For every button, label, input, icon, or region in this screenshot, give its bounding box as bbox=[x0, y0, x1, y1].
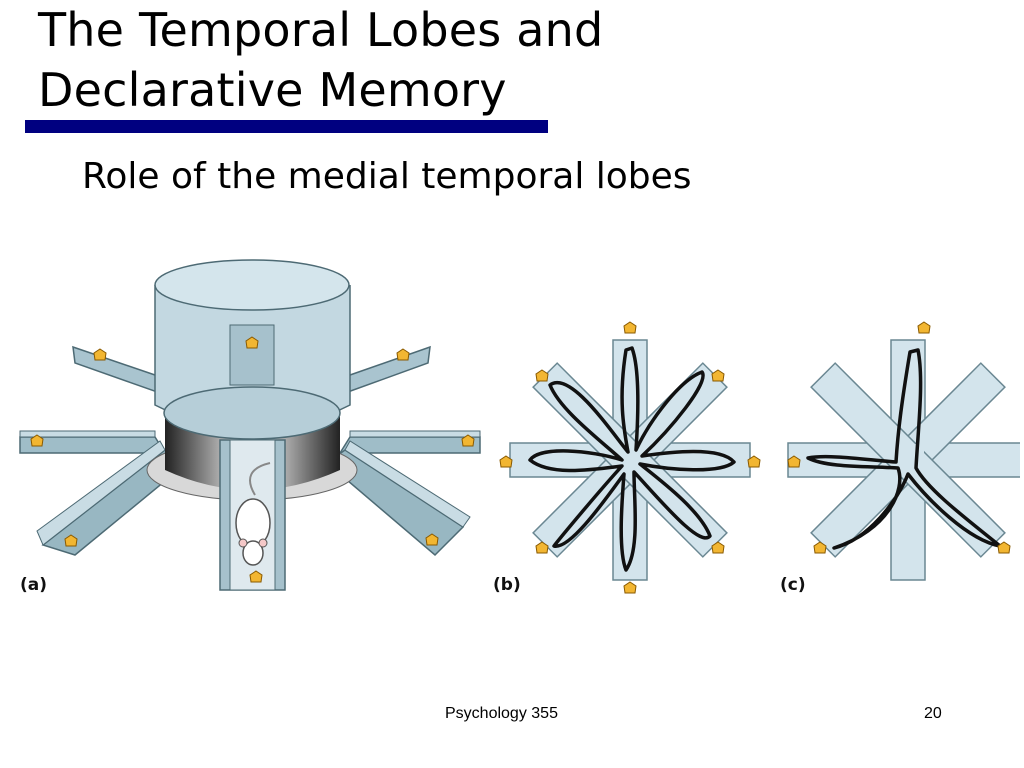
panel-label-a: (a) bbox=[20, 575, 47, 595]
food-pellet-icon bbox=[623, 581, 637, 594]
food-pellet-icon bbox=[917, 321, 931, 334]
footer-course-name: Psychology 355 bbox=[445, 705, 558, 722]
title-underline-bar bbox=[25, 120, 548, 133]
panel-label-b: (b) bbox=[493, 575, 521, 595]
food-pellet-icon bbox=[396, 348, 410, 361]
food-pellet-icon bbox=[711, 369, 725, 382]
rat-path-icon bbox=[528, 346, 736, 572]
food-pellet-icon bbox=[535, 369, 549, 382]
rat-path-icon bbox=[806, 348, 1002, 550]
food-pellet-icon bbox=[623, 321, 637, 334]
slide-title: The Temporal Lobes and Declarative Memor… bbox=[38, 0, 603, 120]
panel-b-maze bbox=[499, 321, 761, 594]
slide-title-line-1: The Temporal Lobes and bbox=[38, 3, 604, 57]
food-pellet-icon bbox=[93, 348, 107, 361]
panel-label-c: (c) bbox=[780, 575, 806, 595]
footer-page-number: 20 bbox=[924, 705, 942, 722]
panel-a-maze bbox=[19, 259, 481, 591]
radial-arm-maze-figure: (a) (b) (c) bbox=[19, 259, 1020, 595]
slide-subtitle: Role of the medial temporal lobes bbox=[82, 156, 692, 197]
slide-title-line-2: Declarative Memory bbox=[38, 63, 507, 117]
rat-icon bbox=[235, 462, 271, 566]
panel-c-maze bbox=[787, 321, 1020, 581]
